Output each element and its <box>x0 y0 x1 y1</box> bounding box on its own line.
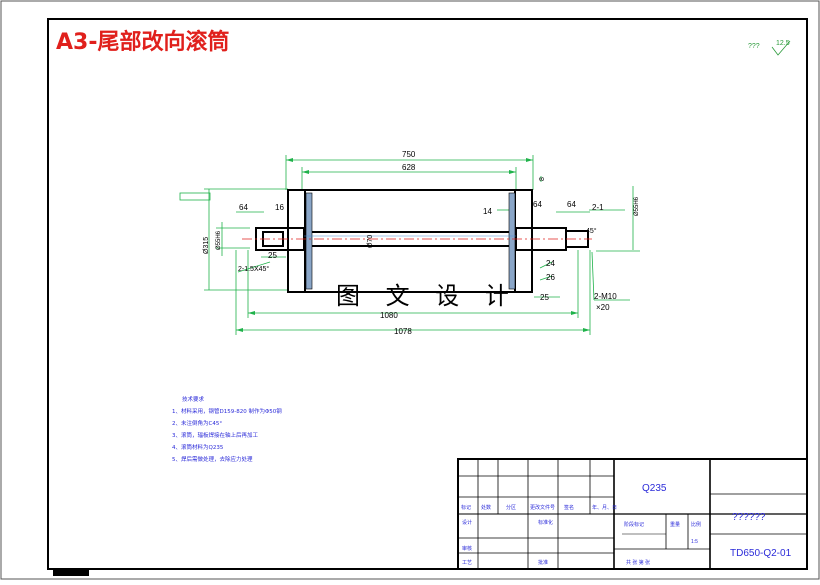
dim-left-16: 16 <box>275 203 284 212</box>
design-label: 设计 <box>462 519 472 526</box>
rev-header-5: 年、月、日 <box>592 504 617 511</box>
title-block-grid <box>457 458 808 570</box>
scale-label: 比例 <box>691 521 701 528</box>
dim-diam-right: Ø55H6 <box>634 196 640 216</box>
stage-label: 阶段标记 <box>624 521 644 528</box>
technical-note-item: 5、焊后需做处理，去除应力处理 <box>172 457 253 463</box>
rev-header-3: 更改文件号 <box>530 504 555 511</box>
standardization-label: 标准化 <box>538 519 553 526</box>
dimension-arrows <box>236 158 590 332</box>
roughness-symbol: ??? 12.5 <box>748 40 791 56</box>
dim-628: 628 <box>402 163 416 172</box>
dimension-lines <box>179 155 640 335</box>
dim-diam-70: Ø70 <box>367 235 374 248</box>
drawing-name: ?????? <box>732 512 766 523</box>
sheet-label: 共 张 第 张 <box>626 559 650 566</box>
dim-diam-55: Ø55H6 <box>216 230 222 250</box>
inner-border <box>47 18 808 570</box>
dim-right-14: 14 <box>483 207 492 216</box>
approve-label: 批准 <box>538 559 548 566</box>
technical-notes-heading: 技术要求 <box>182 397 205 403</box>
right-end-plate-weld <box>508 192 516 290</box>
check-label: 审核 <box>462 545 472 552</box>
dim-2-1: 2-1 <box>592 203 604 212</box>
dim-chamfer-left: 2-1.5X45° <box>238 265 269 273</box>
weight-label: 重量 <box>670 521 680 528</box>
technical-notes: 技术要求 1、材料采用，钢管D159-820 制作为Φ50钢 2、未注倒角为C4… <box>172 394 282 466</box>
technical-note-item: 1、材料采用，钢管D159-820 制作为Φ50钢 <box>172 409 282 415</box>
dim-right-64a: 64 <box>533 200 542 209</box>
process-label: 工艺 <box>462 560 472 566</box>
dim-right-64b: 64 <box>567 200 576 209</box>
dim-left-25: 25 <box>268 251 277 260</box>
svg-text:???: ??? <box>748 43 760 50</box>
dim-right-26: 26 <box>546 273 555 282</box>
technical-note-item: 3、滚筒，辐板焊接在轴上后再加工 <box>172 433 259 439</box>
dim-750: 750 <box>402 150 416 159</box>
rev-header-4: 签名 <box>564 504 574 511</box>
dim-8: 8 <box>539 177 546 181</box>
scale-bar <box>53 570 89 576</box>
dim-thread: 2-M10 <box>594 292 617 301</box>
scale-value: 1:5 <box>691 539 698 545</box>
drawing-number: TD650-Q2-01 <box>730 548 792 559</box>
dim-1078: 1078 <box>394 327 412 336</box>
svg-text:12.5: 12.5 <box>776 40 790 47</box>
dim-right-25: 25 <box>540 293 549 302</box>
rev-header-0: 标记 <box>461 504 471 511</box>
dim-chamfer-right: 45° <box>586 227 597 235</box>
drawing-title: A3-尾部改向滚筒 <box>56 30 230 55</box>
dim-right-24: 24 <box>546 259 555 268</box>
dim-left-64: 64 <box>239 203 248 212</box>
dim-diam-315: Ø315 <box>203 237 210 254</box>
technical-note-item: 2、未注倒角为C45° <box>172 421 223 427</box>
left-end-plate-weld <box>305 192 313 290</box>
dimension-texts: 750 628 1080 1078 64 16 25 14 64 64 25 2… <box>203 150 640 336</box>
material-text: Q235 <box>642 483 667 494</box>
dim-1080: 1080 <box>380 311 398 320</box>
rev-header-1: 处数 <box>481 504 491 511</box>
watermark: 图 文 设 计 <box>336 282 518 310</box>
rev-header-2: 分区 <box>506 504 516 511</box>
title-block-labels: 标记 处数 分区 更改文件号 签名 年、月、日 设计 标准化 阶段标记 重量 比… <box>461 504 701 566</box>
dim-thread-depth: ×20 <box>596 303 610 312</box>
technical-note-item: 4、滚筒材料为Q235 <box>172 445 224 451</box>
